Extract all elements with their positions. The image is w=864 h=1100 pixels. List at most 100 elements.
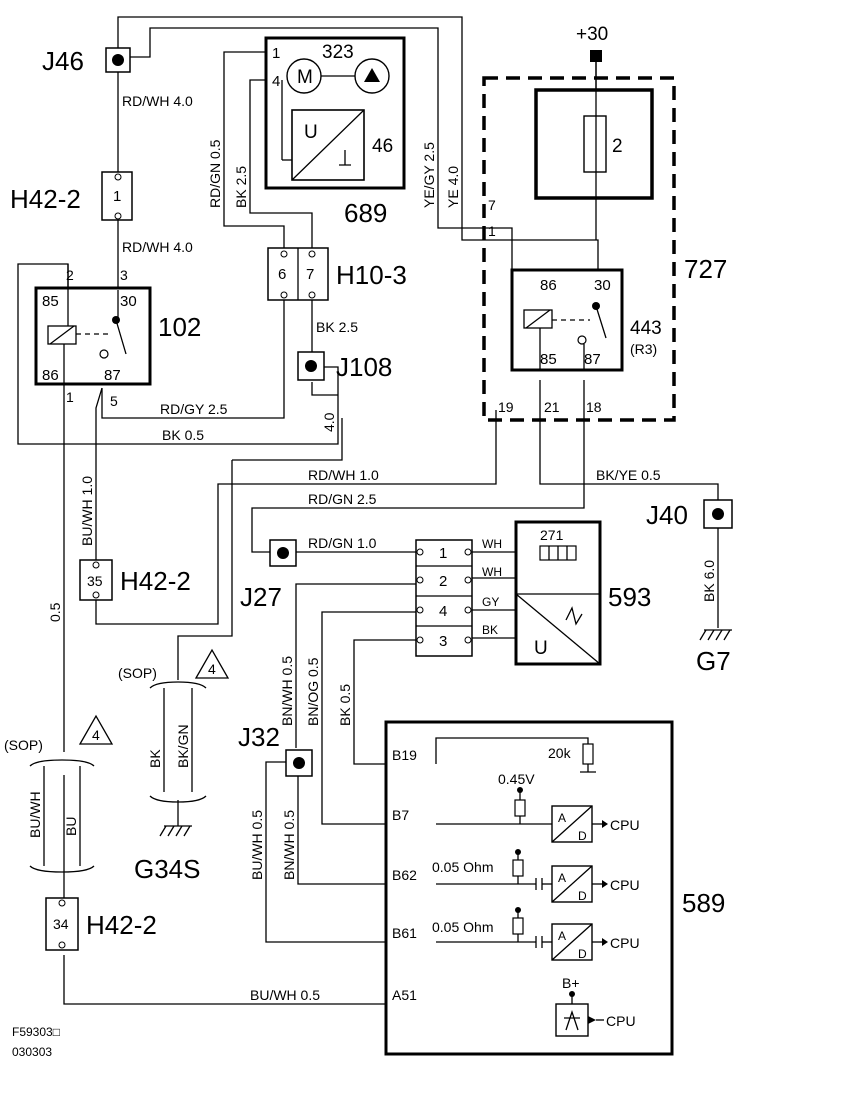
r102-pin86: 86 xyxy=(42,367,59,384)
wire-bk-sop: BK xyxy=(147,749,163,768)
ad3-a: A xyxy=(558,929,566,943)
r443-pin85: 85 xyxy=(540,351,557,368)
wire-wh1: WH xyxy=(482,537,502,551)
relay443-label: 443 xyxy=(630,318,662,339)
ecu-pin-b61: B61 xyxy=(392,925,417,941)
v045-label: 0.45V xyxy=(498,771,535,787)
h42-34-label: H42-2 xyxy=(86,910,157,940)
bplus-label: B+ xyxy=(562,975,580,991)
footer-code: F59303□ xyxy=(12,1025,60,1039)
u689-pin4: 4 xyxy=(272,73,280,90)
r443-pin19: 19 xyxy=(498,399,514,415)
wire-buwh-sop: BU/WH xyxy=(27,791,43,838)
wire-05: 0.5 xyxy=(47,602,63,622)
pump323-label: 323 xyxy=(322,42,354,63)
cpu3-label: CPU xyxy=(610,935,640,951)
h10-pin6: 6 xyxy=(278,266,286,283)
r102-pin3: 3 xyxy=(120,267,128,283)
tri1-num: 4 xyxy=(208,661,216,677)
wire-buwh05-v: BU/WH 0.5 xyxy=(249,810,265,880)
j46-label: J46 xyxy=(42,46,84,76)
unit46-label: 46 xyxy=(372,136,393,157)
connector-h42-pin1: 1 H42-2 xyxy=(10,171,133,221)
g34s-label: G34S xyxy=(134,854,201,884)
sop1-label: (SOP) xyxy=(118,665,157,681)
r443-pin87: 87 xyxy=(584,351,601,368)
sop2-label: (SOP) xyxy=(4,737,43,753)
r443-pin7: 7 xyxy=(488,197,496,213)
h10-label: H10-3 xyxy=(336,260,407,290)
sop-brackets xyxy=(29,681,207,873)
wire-wh2: WH xyxy=(482,565,502,579)
footer-date: 030303 xyxy=(12,1045,52,1059)
wire-bk05: BK 0.5 xyxy=(162,427,204,443)
g7-label: G7 xyxy=(696,646,731,676)
connector-h10-3: 6 7 H10-3 xyxy=(267,247,407,301)
box-727: 727 2 +30 86 30 85 87 443 (R3) 7 1 19 21… xyxy=(482,24,727,422)
wire-bu-sop: BU xyxy=(63,817,79,836)
r102-pin5: 5 xyxy=(110,393,118,409)
h42-35-label: H42-2 xyxy=(120,566,191,596)
wire-buwh10: BU/WH 1.0 xyxy=(79,476,95,546)
ecu589-label: 589 xyxy=(682,888,725,918)
wire-bk: BK xyxy=(482,623,498,637)
r102-pin2: 2 xyxy=(66,267,74,283)
ecu-589: 589 B19 B7 B62 B61 A51 20k 0.45V A D CPU xyxy=(384,720,725,1056)
wire-40: 4.0 xyxy=(321,412,337,432)
h42-pin34-num: 34 xyxy=(53,916,69,932)
wire-bkye05: BK/YE 0.5 xyxy=(596,467,661,483)
wire-rdgy25: RD/GY 2.5 xyxy=(160,401,228,417)
wire-labels: RD/WH 4.0 RD/WH 4.0 BK 2.5 RD/GY 2.5 BK … xyxy=(122,93,661,1003)
u689-pin1: 1 xyxy=(272,45,280,62)
ecu-pin-b62: B62 xyxy=(392,867,417,883)
wire-bkgn-sop: BK/GN xyxy=(175,724,191,768)
connector-j46: J46 xyxy=(42,46,131,76)
relay443-sub: (R3) xyxy=(630,341,657,357)
ohm2-label: 0.05 Ohm xyxy=(432,919,493,935)
ecu-pin-a51: A51 xyxy=(392,987,417,1003)
j108-label: J108 xyxy=(336,352,392,382)
wire-ye40: YE 4.0 xyxy=(445,166,461,208)
ad1-d: D xyxy=(578,829,587,843)
j40-label: J40 xyxy=(646,500,688,530)
wire-bk25: BK 2.5 xyxy=(316,319,358,335)
u689-symbol: U xyxy=(304,122,318,143)
connector-j108: J108 xyxy=(297,351,392,382)
wire-labels-vertical: RD/GN 0.5 BK 2.5 YE/GY 2.5 YE 4.0 4.0 BU… xyxy=(27,139,717,880)
wire-gy: GY xyxy=(482,595,499,609)
unit689-label: 689 xyxy=(344,198,387,228)
c271-label: 271 xyxy=(540,527,564,543)
r443-pin86: 86 xyxy=(540,277,557,294)
fuse-num: 2 xyxy=(612,136,623,157)
ground-g7: G7 xyxy=(696,629,732,676)
connector-h42-pin35: 35 H42-2 xyxy=(79,559,191,601)
ecu-pin-b19: B19 xyxy=(392,747,417,763)
wire-buwh05-h: BU/WH 0.5 xyxy=(250,987,320,1003)
tri2-num: 4 xyxy=(92,727,100,743)
ground-g34s: G34S xyxy=(134,825,201,884)
wire-bnwh05: BN/WH 0.5 xyxy=(279,656,295,726)
wire-rdgn10: RD/GN 1.0 xyxy=(308,535,377,551)
u593-symbol: U xyxy=(534,638,548,659)
wire-bk05-v: BK 0.5 xyxy=(337,684,353,726)
notes: (SOP) 4 (SOP) 4 xyxy=(4,648,230,753)
c593-label: 593 xyxy=(608,582,651,612)
box727-label: 727 xyxy=(684,254,727,284)
conn593-pin4: 4 xyxy=(439,603,447,620)
wire-rdgn05: RD/GN 0.5 xyxy=(207,139,223,208)
connector-h42-pin34: 34 H42-2 xyxy=(45,897,157,951)
wire-bnog05: BN/OG 0.5 xyxy=(305,657,321,726)
wire-bk60: BK 6.0 xyxy=(701,560,717,602)
ad2-a: A xyxy=(558,871,566,885)
conn593-pin1: 1 xyxy=(439,545,447,562)
r102-pin30: 30 xyxy=(120,293,137,310)
cpu1-label: CPU xyxy=(610,817,640,833)
conn593-pin2: 2 xyxy=(439,573,447,590)
r443-pin30: 30 xyxy=(594,277,611,294)
footer: F59303□ 030303 xyxy=(12,1025,60,1059)
relay-102: 102 2 3 85 30 86 87 1 5 xyxy=(34,264,201,409)
h42-pin35-num: 35 xyxy=(87,573,103,589)
j32-label: J32 xyxy=(238,722,280,752)
wire-bnwh05-v: BN/WH 0.5 xyxy=(281,810,297,880)
r443-pin1: 1 xyxy=(488,223,496,239)
